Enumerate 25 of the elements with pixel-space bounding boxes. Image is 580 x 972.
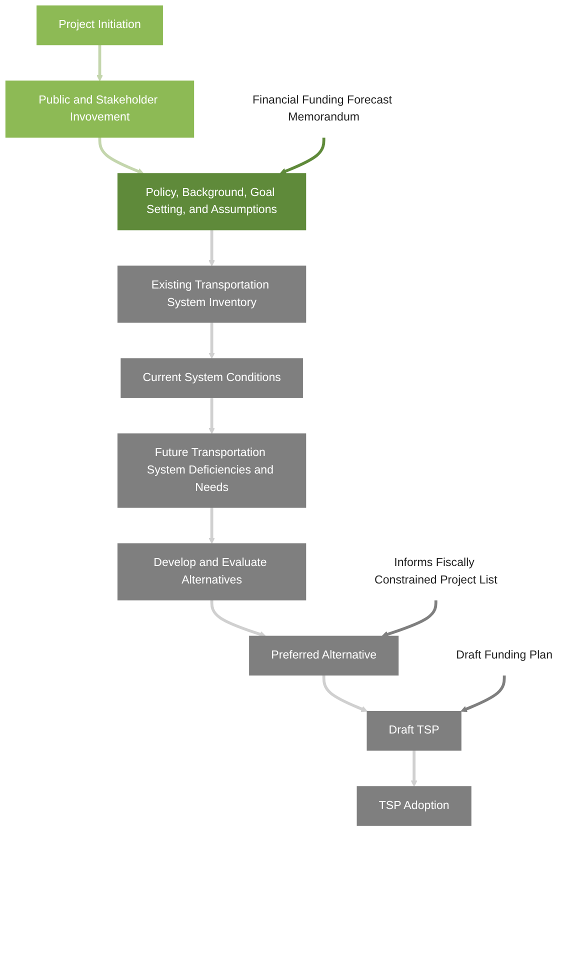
node-box: Future Transportation System Deficiencies and Needs	[117, 433, 306, 508]
node-box: Project Initiation	[36, 5, 163, 46]
arrow	[98, 137, 144, 174]
arrow	[208, 398, 215, 434]
arrow	[322, 675, 368, 712]
arrow	[208, 230, 215, 266]
node-text: Financial Funding Forecast Memorandum	[252, 94, 392, 124]
node-box: Current System Conditions	[120, 358, 303, 398]
node-box: Preferred Alternative	[249, 636, 399, 676]
arrow	[460, 675, 506, 712]
arrow	[410, 750, 418, 787]
arrow	[210, 600, 266, 638]
arrow	[382, 600, 438, 638]
node-box: Existing Transportation System Inventory	[117, 266, 306, 323]
arrow	[208, 322, 215, 359]
arrow	[208, 507, 215, 544]
node-box: Public and Stakeholder Invovement	[5, 80, 194, 138]
node-box: Develop and Evaluate Alternatives	[117, 543, 306, 600]
node-text: Informs Fiscally Constrained Project List	[374, 556, 498, 586]
node-box: Draft TSP	[366, 710, 462, 751]
arrow	[280, 137, 326, 174]
node-box: Policy, Background, Goal Setting, and Assumptions	[117, 173, 306, 230]
arrow	[96, 44, 103, 82]
node-text: Draft Funding Plan	[456, 649, 553, 662]
node-box: TSP Adoption	[356, 786, 472, 826]
